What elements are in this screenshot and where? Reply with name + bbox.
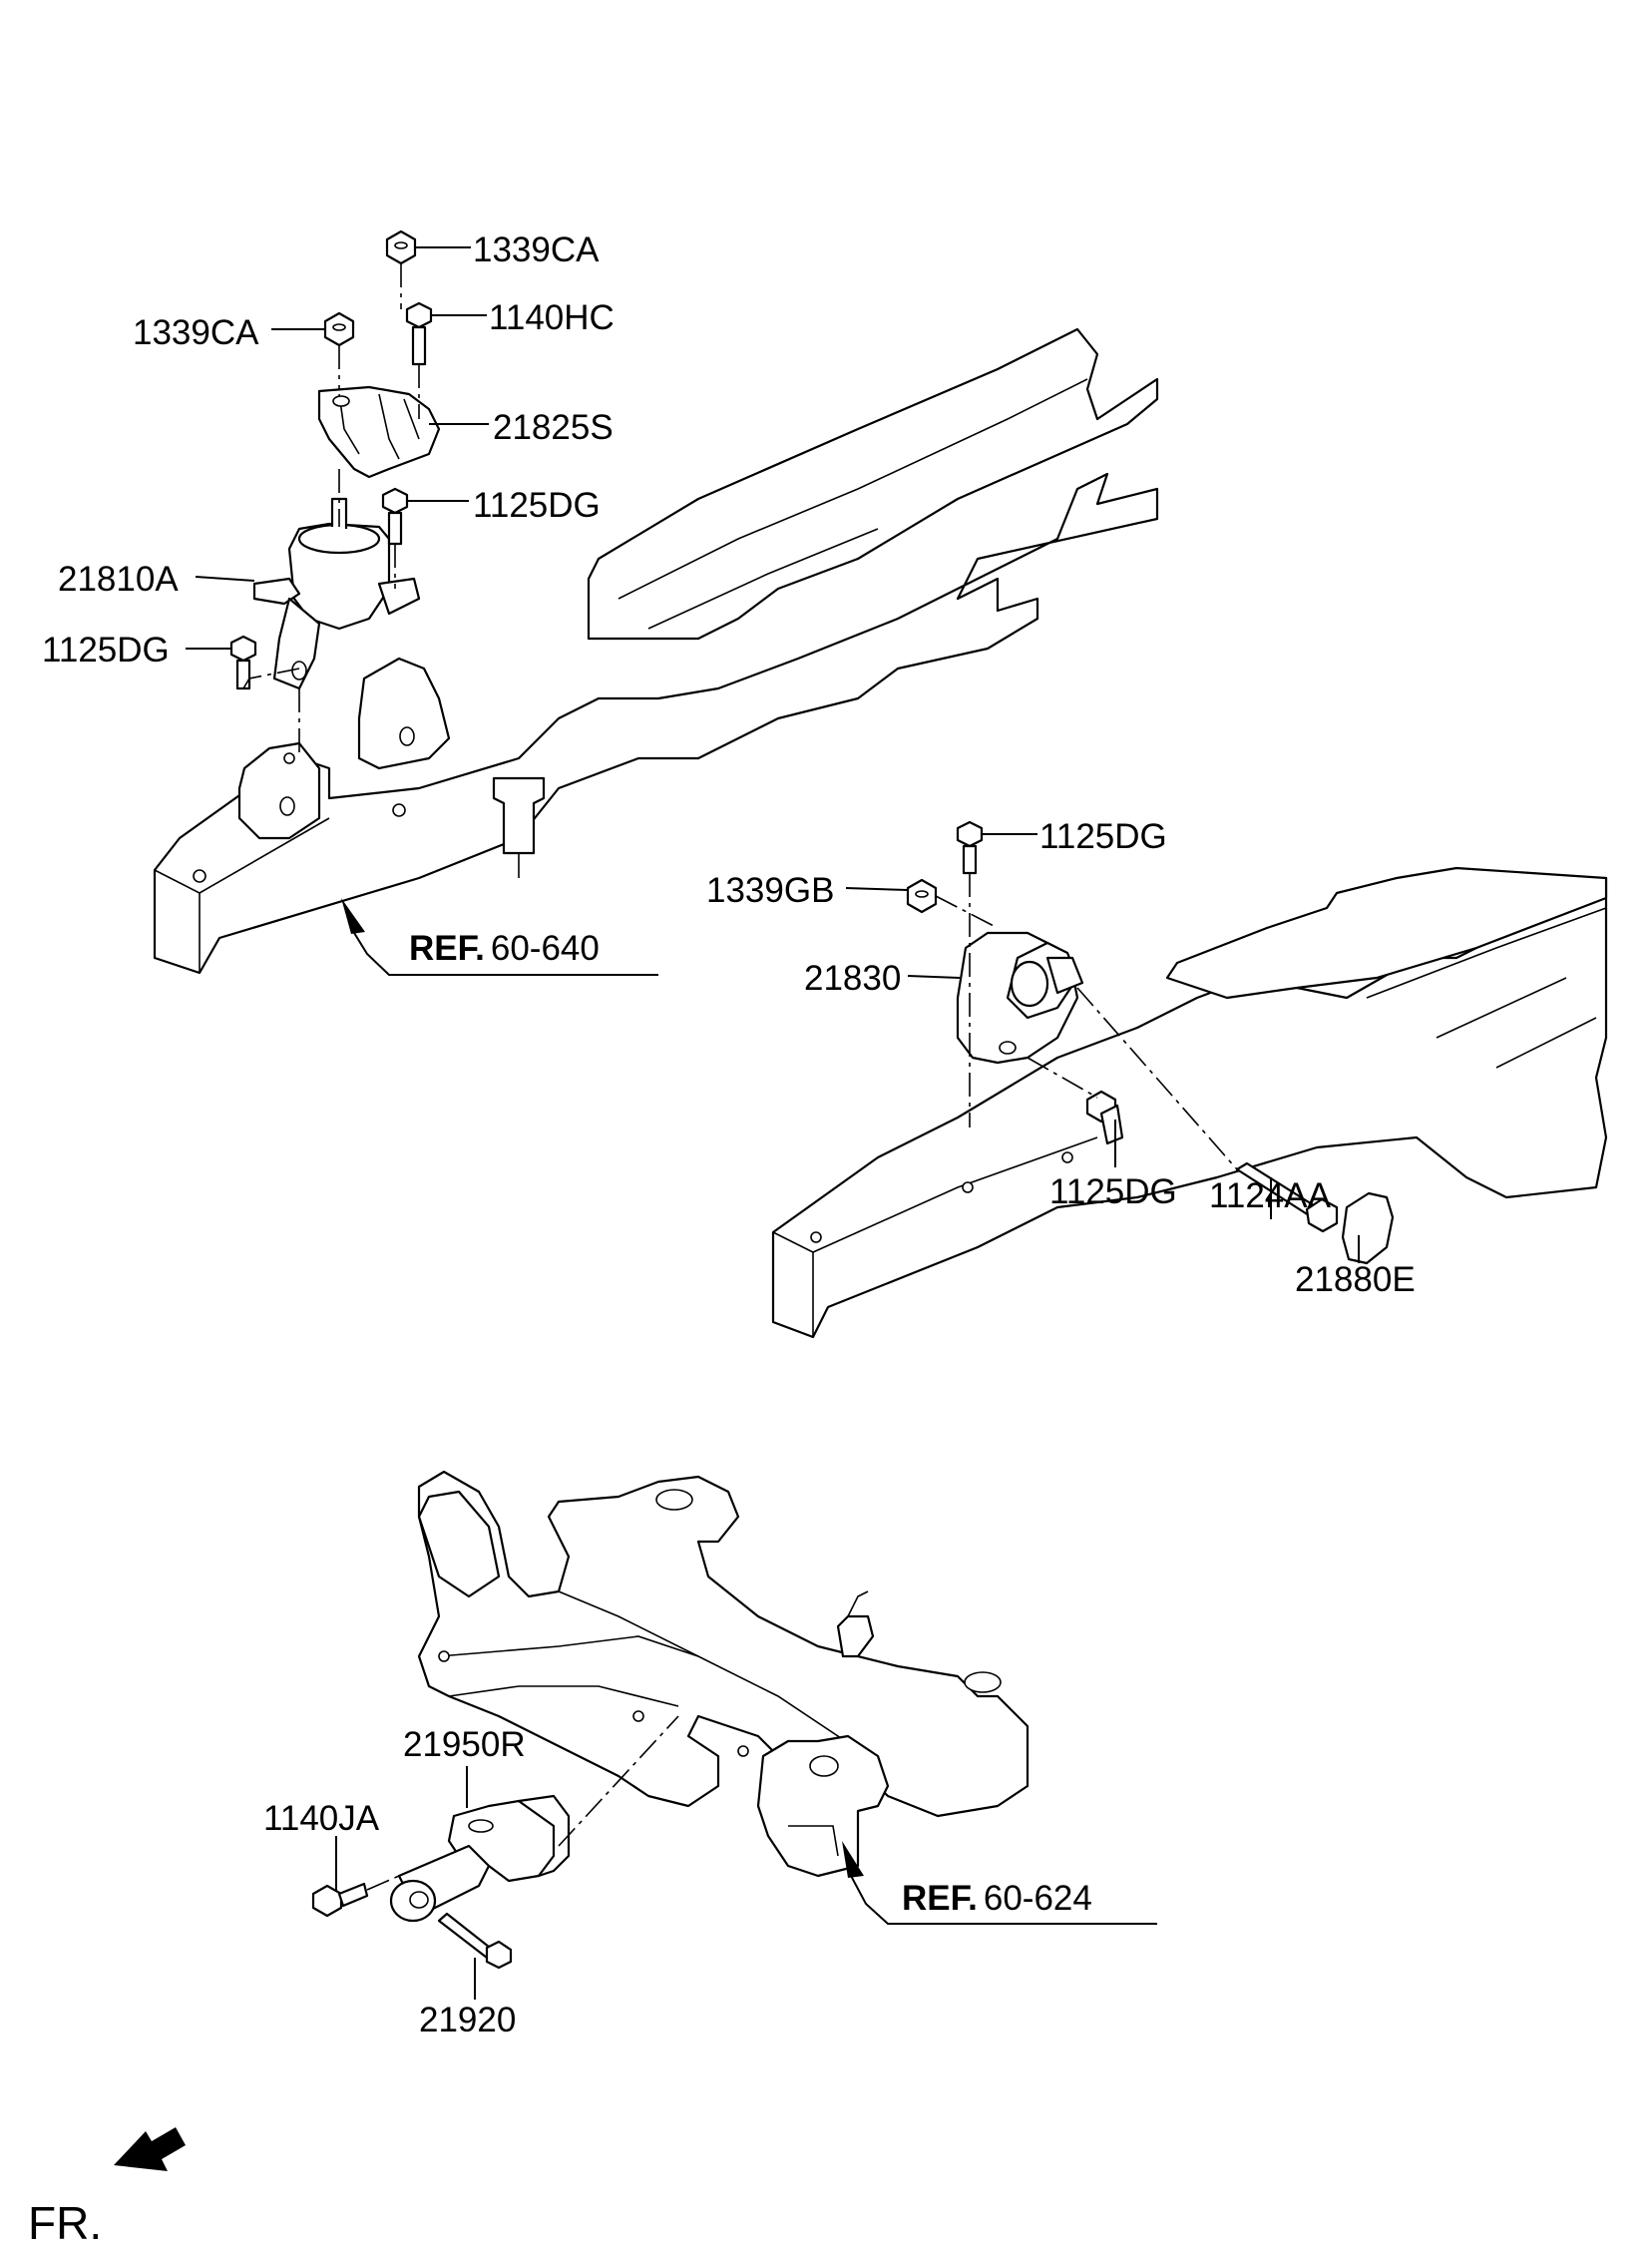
ref-624-code: 60-624 xyxy=(984,1879,1092,1918)
ref-624-prefix: REF. xyxy=(902,1879,978,1918)
bracket-21825s xyxy=(317,385,441,479)
bolt-1140ja xyxy=(311,1882,369,1918)
label-bolt-1140hc: 1140HC xyxy=(489,298,615,337)
bolt-1125dg-mid xyxy=(956,820,984,875)
label-bolt-21920: 21920 xyxy=(419,2001,516,2039)
cap-21880e xyxy=(1341,1191,1395,1265)
leader-lines xyxy=(186,246,1360,2000)
front-left-frame-rail xyxy=(153,327,1159,975)
ref-640-code: 60-640 xyxy=(491,929,600,968)
nut-1339gb xyxy=(906,878,938,914)
label-bracket-21825s: 21825S xyxy=(493,408,614,447)
ref-60-624-label: REF.60-624 xyxy=(902,1879,1092,1918)
label-nut-1339ca-left: 1339CA xyxy=(133,313,259,352)
label-bolt-1140ja: 1140JA xyxy=(263,1799,380,1838)
assembly-lines xyxy=(242,263,1238,1891)
bolt-1124aa xyxy=(1235,1161,1339,1233)
bolt-1125dg-lower xyxy=(1085,1090,1124,1145)
mount-21830 xyxy=(956,931,1084,1065)
ref-640-prefix: REF. xyxy=(409,929,485,968)
label-bracket-21950r: 21950R xyxy=(403,1725,526,1764)
nut-1339ca-top xyxy=(385,229,417,265)
front-label: FR. xyxy=(28,2197,102,2249)
label-mount-21810a: 21810A xyxy=(58,560,179,599)
nut-1339ca-left xyxy=(323,311,355,347)
front-right-frame-rail xyxy=(771,866,1608,1339)
front-arrow-icon xyxy=(114,2127,186,2171)
rod-21920 xyxy=(389,1844,491,1923)
label-cap-21880e: 21880E xyxy=(1295,1260,1416,1299)
label-bolt-1125dg-lower: 1125DG xyxy=(1049,1172,1177,1211)
bolt-1140hc xyxy=(405,301,433,366)
label-bolt-1125dg-mid: 1125DG xyxy=(1039,817,1167,856)
part-labels: 1339CA 1339CA 1140HC 21825S 1125DG 21810… xyxy=(42,230,1416,2039)
bolt-1125dg-upper xyxy=(381,487,409,546)
ref-60-640-label: REF.60-640 xyxy=(409,929,600,968)
label-bolt-1124aa: 1124AA xyxy=(1209,1176,1332,1215)
ref-624-arrow xyxy=(842,1841,864,1878)
ref-640-arrow xyxy=(341,898,365,934)
label-nut-1339gb: 1339GB xyxy=(706,871,834,910)
front-subframe xyxy=(417,1470,1030,1878)
label-mount-21830: 21830 xyxy=(804,959,901,998)
front-direction-indicator: FR. xyxy=(28,2127,186,2249)
label-nut-1339ca-top: 1339CA xyxy=(473,230,600,269)
bolt-21920 xyxy=(437,1912,513,1970)
bolt-1125dg-left xyxy=(229,635,257,690)
label-bolt-1125dg-upper: 1125DG xyxy=(473,486,601,525)
label-bolt-1125dg-left: 1125DG xyxy=(42,631,170,670)
